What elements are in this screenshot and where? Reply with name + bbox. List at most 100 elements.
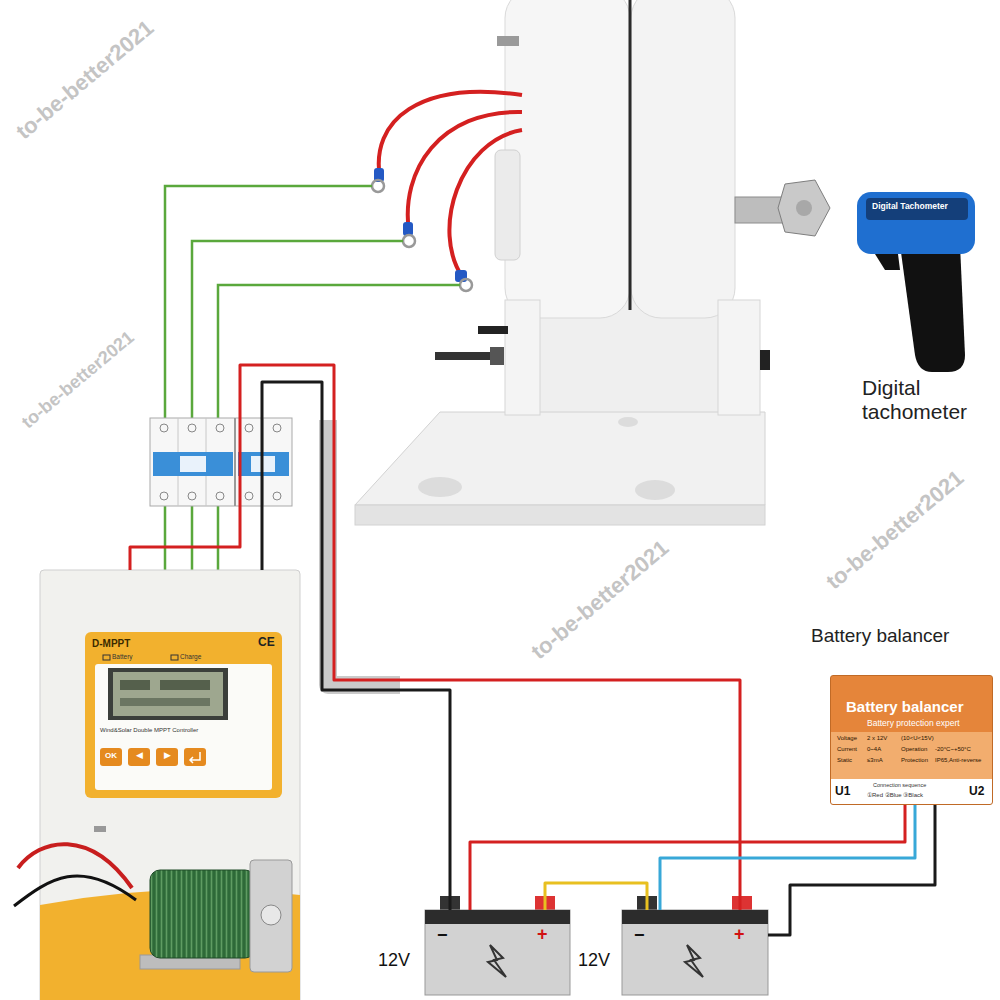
wind-generator-part xyxy=(495,150,520,260)
node-text: OK xyxy=(100,751,122,760)
wind-generator-part xyxy=(718,300,760,415)
battery-pair-part xyxy=(622,910,768,995)
watermark: to-be-better2021 xyxy=(11,15,159,145)
charge-controller-part xyxy=(128,748,150,766)
charge-controller-part xyxy=(160,680,210,690)
node-text: 12V xyxy=(378,950,410,971)
generator-phase-wires-part xyxy=(372,180,384,192)
charge-controller-part xyxy=(103,655,110,660)
battery-pair-part xyxy=(488,945,506,977)
wind-generator-part xyxy=(505,0,630,318)
charge-controller-part xyxy=(120,698,210,706)
node-text: − xyxy=(437,925,448,946)
wind-generator-part xyxy=(796,200,812,216)
circuit-breaker-part xyxy=(153,452,233,476)
dump-load-resistor-part xyxy=(150,870,255,958)
node-text: Digital tachometer xyxy=(862,376,990,424)
node-text: 2 x 12V xyxy=(867,735,887,742)
charge-controller-part xyxy=(113,672,223,716)
wind-generator-part xyxy=(505,300,540,415)
digital-tachometer-device-part xyxy=(857,192,975,254)
node-text: − xyxy=(634,925,645,946)
wind-generator-part xyxy=(478,326,508,334)
wind-generator-part xyxy=(631,0,735,318)
node-text: Digital Tachometer xyxy=(872,202,948,212)
node-text: ▶ xyxy=(156,750,178,760)
charge-controller-node: D-MPPT Battery Charge CE Wind&Solar Double M… xyxy=(40,570,300,1000)
watermark: to-be-better2021 xyxy=(821,465,969,595)
generator-phase-wires-part xyxy=(403,235,415,247)
circuit-breaker-part xyxy=(160,492,168,500)
charge-controller-part xyxy=(95,664,272,790)
charge-controller-part xyxy=(120,680,150,690)
circuit-breaker-part xyxy=(180,456,206,472)
generator-phase-wires xyxy=(372,92,522,291)
circuit-breaker-part xyxy=(188,492,196,500)
battery-pair-part xyxy=(732,896,752,910)
node-text: ①Red ②Blue ③Black xyxy=(867,792,923,799)
node-text: -20°C~+50°C xyxy=(935,746,971,753)
digital-tachometer-device-part xyxy=(866,198,968,220)
wind-generator-part xyxy=(635,480,675,500)
digital-tachometer-device-part xyxy=(900,245,965,372)
digital-tachometer-device-part xyxy=(875,254,900,270)
node-text: Battery xyxy=(112,653,133,660)
charge-controller-part xyxy=(184,748,206,766)
dump-load-resistor-part xyxy=(14,876,136,906)
circuit-breaker-part xyxy=(216,492,224,500)
charge-controller-part xyxy=(40,570,300,1000)
dump-load-resistor-part xyxy=(18,844,132,888)
battery-balancer-node: Battery balancerBattery balancerBattery … xyxy=(830,675,993,805)
circuit-breaker-part xyxy=(273,424,281,432)
generator-phase-wires-part xyxy=(449,130,522,278)
battery-pair-part xyxy=(622,910,768,924)
node-text: IP65,Anti-reverse xyxy=(935,757,981,764)
circuit-breaker-part xyxy=(150,418,292,506)
node-text: Static xyxy=(837,757,852,764)
circuit-breaker-part xyxy=(245,492,253,500)
node-text: 0~4A xyxy=(867,746,881,753)
node-text: Charge xyxy=(180,653,201,660)
balancer-blue-wire xyxy=(660,805,915,910)
node-text: ≤3mA xyxy=(867,757,883,764)
circuit-breaker-part xyxy=(245,424,253,432)
node-text: CE xyxy=(258,636,275,650)
battery-pair xyxy=(425,896,768,995)
node-text: D-MPPT xyxy=(92,638,130,650)
green-phase-lines-part xyxy=(192,241,403,570)
node-text: Wind&Solar Double MPPT Controller xyxy=(100,727,198,734)
circuit-breaker xyxy=(150,418,292,506)
wind-generator-part xyxy=(735,197,785,223)
negative-wire xyxy=(262,382,450,910)
series-link-wire xyxy=(545,883,647,910)
wind-generator-part xyxy=(618,417,638,427)
node-text: Operation xyxy=(901,746,927,753)
dump-load-resistor-part xyxy=(94,826,106,832)
circuit-breaker-part xyxy=(160,424,168,432)
node-text: + xyxy=(734,924,745,945)
wind-generator-part xyxy=(497,36,519,46)
wind-generator-part xyxy=(760,350,770,370)
watermark: to-be-better2021 xyxy=(526,535,674,665)
wind-generator-part xyxy=(629,0,632,310)
charge-controller-part xyxy=(85,632,282,798)
generator-phase-wires-part xyxy=(460,279,472,291)
digital-tachometer-device xyxy=(857,192,975,372)
battery-node: 12V−+ xyxy=(425,910,570,995)
node-text: U2 xyxy=(969,785,984,799)
battery-pair-part xyxy=(685,945,703,977)
circuit-breaker-part xyxy=(234,418,236,506)
node-text: Battery balancer xyxy=(811,625,949,647)
dump-load-resistor-part xyxy=(261,905,281,925)
cable-conduit-part xyxy=(328,420,400,685)
dump-load-resistor-part xyxy=(250,860,292,972)
wind-generator-part xyxy=(490,347,504,365)
node-text: 12V xyxy=(578,950,610,971)
node-text: (10<U<15V) xyxy=(901,735,934,742)
battery-node: 12V−+ xyxy=(622,910,768,995)
node-text: U1 xyxy=(835,785,850,799)
circuit-breaker-part xyxy=(216,424,224,432)
charge-controller-part xyxy=(156,748,178,766)
